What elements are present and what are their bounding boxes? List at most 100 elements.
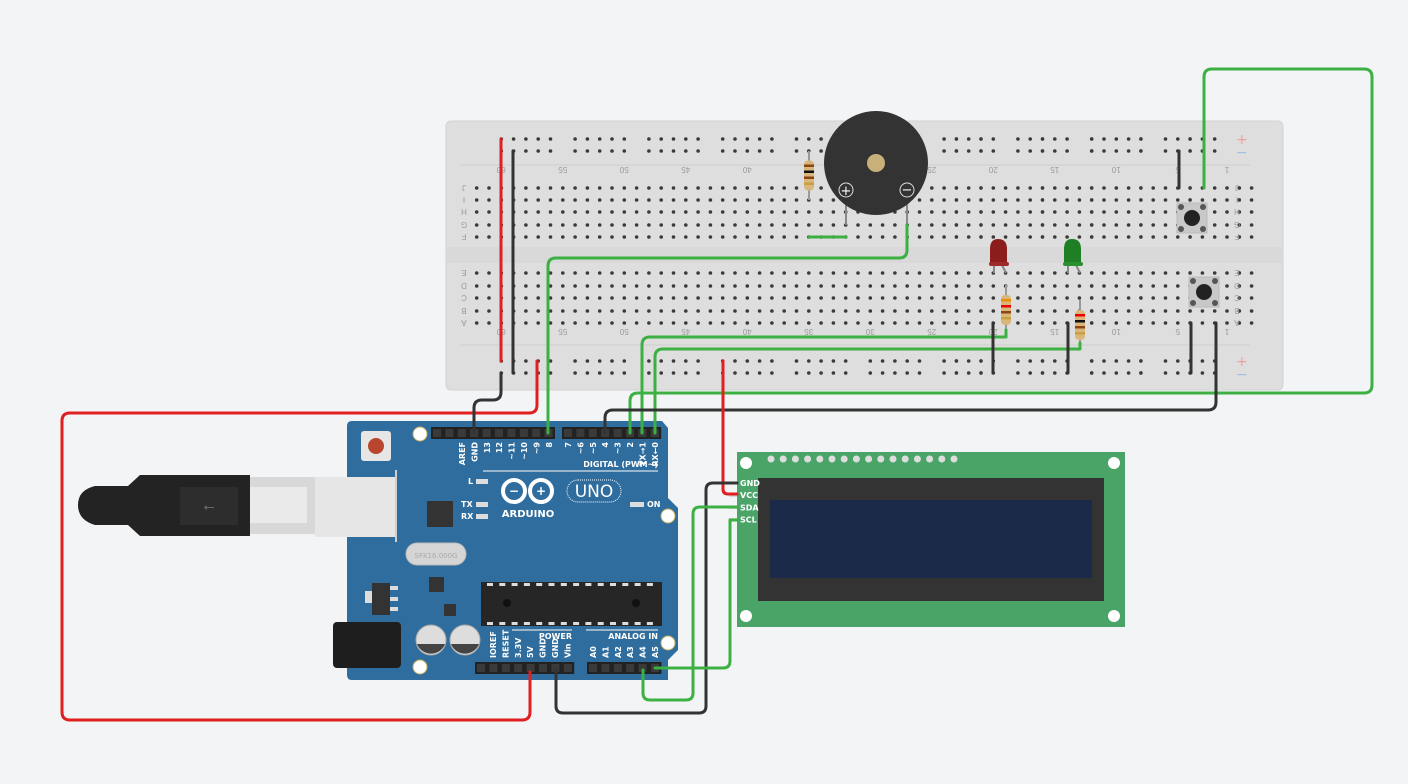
header-pin[interactable]: [507, 429, 516, 437]
column-label: 40: [742, 165, 751, 174]
pin-label: RESET: [501, 629, 510, 658]
pin-label: RX←0: [651, 442, 660, 467]
pin-label: 4: [601, 442, 610, 448]
header-pin[interactable]: [601, 664, 610, 672]
column-label: 20: [988, 165, 997, 174]
piezo-buzzer[interactable]: + −: [824, 111, 928, 225]
pushbutton-2[interactable]: [1188, 276, 1220, 308]
wire-buzzer-pin8: [546, 223, 909, 435]
wire-lcd-vcc: [721, 359, 739, 496]
row-label: F: [1234, 232, 1239, 241]
svg-text:ARDUINO: ARDUINO: [502, 509, 554, 520]
arduino-uno[interactable]: SFK16.000G − + ARDUINO UNO L TX RX ON: [315, 421, 678, 680]
row-label: J: [462, 183, 466, 192]
header-pin[interactable]: [433, 429, 441, 437]
reset-button-cap[interactable]: [368, 438, 384, 454]
red-led[interactable]: [989, 239, 1009, 274]
pin-label: ~6: [576, 442, 585, 455]
pin-label: ~9: [532, 442, 541, 455]
header-pin[interactable]: [613, 429, 622, 437]
header-pin[interactable]: [532, 429, 541, 437]
pushbutton-1[interactable]: [1176, 202, 1208, 234]
header-pin[interactable]: [551, 664, 560, 672]
header-pin[interactable]: [477, 664, 485, 672]
pin-label: 3.3V: [514, 637, 523, 658]
pin-label: ~3: [614, 442, 623, 454]
pin-label: ~10: [520, 442, 529, 460]
header-pin[interactable]: [589, 664, 597, 672]
wire-button1-pin2: [628, 67, 1374, 435]
column-label: 35: [804, 327, 813, 336]
analog-label: ANALOG IN: [608, 632, 658, 641]
pin-label: A0: [589, 646, 598, 658]
wire-redled-pin1: [640, 328, 1008, 435]
pin-label: AREF: [458, 442, 467, 465]
pin-label: 7: [564, 442, 573, 448]
column-label: 5: [1175, 327, 1180, 336]
row-label: E: [461, 268, 466, 277]
resistor[interactable]: [804, 151, 814, 200]
header-pin[interactable]: [489, 664, 498, 672]
header-pin[interactable]: [526, 664, 535, 672]
header-pin[interactable]: [514, 664, 523, 672]
pin-label: 12: [495, 442, 504, 453]
row-label: H: [461, 207, 467, 216]
header-pin[interactable]: [626, 664, 635, 672]
header-pin[interactable]: [457, 429, 466, 437]
crystal: [405, 542, 467, 566]
green-led[interactable]: [1063, 239, 1083, 274]
row-label: C: [1234, 293, 1240, 302]
column-label: 1: [1224, 165, 1229, 174]
rail-plus-top: +: [1236, 132, 1248, 148]
header-pin[interactable]: [501, 664, 510, 672]
wire-lcd-sda: [641, 505, 739, 702]
lcd-pin-label: GND: [740, 479, 760, 488]
column-label: 10: [1111, 165, 1120, 174]
header-pin[interactable]: [539, 664, 547, 672]
pin-label: 8: [545, 442, 554, 448]
lcd-screen: [770, 500, 1092, 578]
header-pin[interactable]: [482, 429, 491, 437]
header-pin[interactable]: [564, 429, 572, 437]
led-on: [630, 502, 644, 507]
header-pin[interactable]: [576, 429, 585, 437]
pin-label: A3: [626, 646, 635, 658]
row-label: G: [1234, 220, 1240, 229]
row-label: D: [461, 281, 467, 290]
uno-label: UNO: [575, 482, 614, 502]
header-pin[interactable]: [445, 429, 454, 437]
column-label: 50: [619, 165, 628, 174]
crystal-label: SFK16.000G: [415, 552, 458, 560]
header-pin[interactable]: [588, 429, 597, 437]
column-label: 55: [558, 165, 567, 174]
column-label: 15: [1050, 327, 1059, 336]
resistor[interactable]: [1001, 285, 1011, 335]
row-label: J: [1235, 183, 1239, 192]
pin-label: A5: [651, 646, 660, 658]
pin-label: GND: [539, 638, 548, 658]
header-pin[interactable]: [638, 664, 647, 672]
column-label: 15: [1050, 165, 1059, 174]
header-pin[interactable]: [563, 664, 572, 672]
header-pin[interactable]: [613, 664, 622, 672]
pin-label: 13: [483, 442, 492, 453]
column-label: 10: [1111, 327, 1120, 336]
wire-button2-pin4: [603, 321, 1218, 435]
pin-label: GND: [470, 442, 479, 462]
buzzer-minus: −: [902, 183, 913, 198]
wires[interactable]: [60, 67, 1374, 722]
atmega-chip: [481, 582, 662, 626]
header-pin[interactable]: [495, 429, 503, 437]
pin-label: ~11: [508, 442, 517, 460]
rail-minus-top: −: [1236, 145, 1248, 161]
column-label: 25: [927, 165, 936, 174]
column-label: 30: [865, 327, 874, 336]
pin-label: 2: [626, 442, 635, 448]
header-pin[interactable]: [519, 429, 528, 437]
digital-label: DIGITAL (PWM~): [583, 460, 658, 469]
column-label: 45: [681, 165, 690, 174]
pin-label: IOREF: [489, 631, 498, 658]
row-label: B: [1234, 306, 1239, 315]
